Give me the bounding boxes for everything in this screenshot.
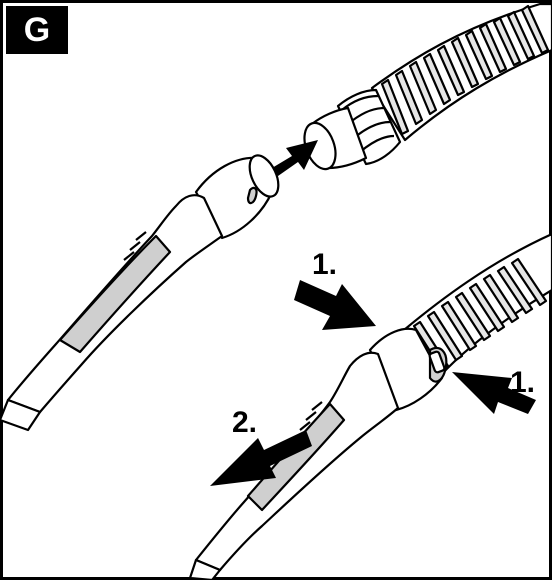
step-label-button: 1. — [510, 366, 536, 399]
step-label-press: 1. — [312, 248, 338, 281]
step-label-pull: 2. — [232, 406, 258, 439]
handle-bottom — [188, 327, 448, 580]
press-arrow-icon — [294, 280, 376, 330]
release-button-arrow-icon — [452, 372, 536, 414]
hose-top — [303, 2, 552, 171]
handle-top — [0, 154, 280, 432]
pull-arrow-icon — [210, 430, 312, 486]
figure-label-badge: G — [6, 6, 68, 54]
release-button[interactable] — [428, 350, 446, 374]
connect-arrow-icon — [272, 140, 318, 176]
